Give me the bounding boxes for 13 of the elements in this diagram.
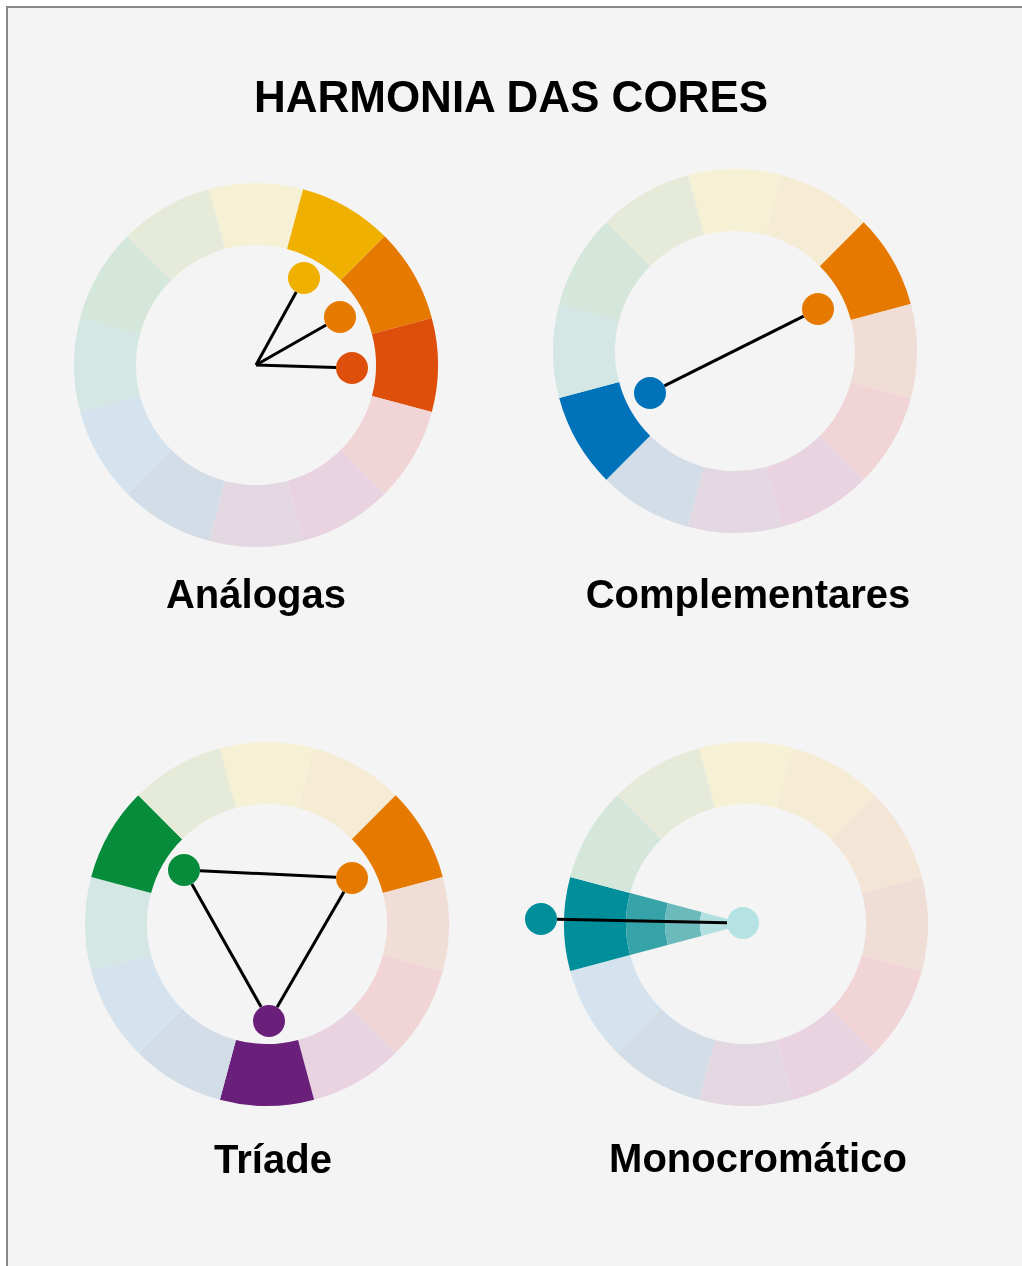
connector-line — [255, 323, 327, 367]
connector-line — [199, 869, 337, 879]
harmony-label: Monocromático — [608, 1136, 908, 1181]
connector-line — [663, 314, 805, 388]
harmony-label: Análogas — [164, 572, 347, 617]
connector-line — [254, 291, 298, 366]
title: HARMONIA DAS CORES — [252, 72, 770, 122]
harmony-label: Tríade — [213, 1137, 333, 1182]
harmony-label: Complementares — [584, 572, 912, 617]
connector-line — [556, 917, 728, 925]
connector-line — [255, 363, 337, 369]
connector-line — [275, 891, 346, 1008]
connector-line — [190, 883, 263, 1008]
